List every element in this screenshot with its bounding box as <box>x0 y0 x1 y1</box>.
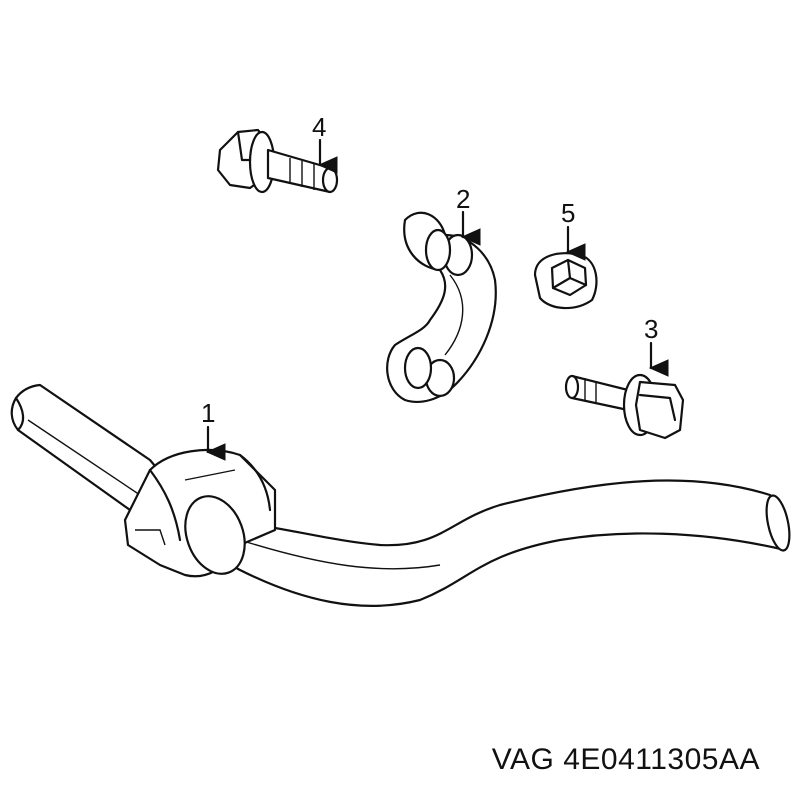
bolt-3-part <box>564 373 685 440</box>
callout-4: 4 <box>312 112 326 142</box>
callout-2: 2 <box>456 184 470 214</box>
callout-3: 3 <box>644 314 658 344</box>
bushing-part <box>123 448 277 578</box>
callout-1: 1 <box>201 398 215 428</box>
nut-part <box>533 252 598 310</box>
part-number-text: 4E0411305AA <box>563 743 760 776</box>
brand-text: VAG <box>491 743 555 776</box>
callout-5: 5 <box>561 198 575 228</box>
bolt-4-part <box>216 128 339 194</box>
part-number-label: VAG 4E0411305AA <box>492 743 760 777</box>
bracket-clamp-part <box>386 211 497 403</box>
